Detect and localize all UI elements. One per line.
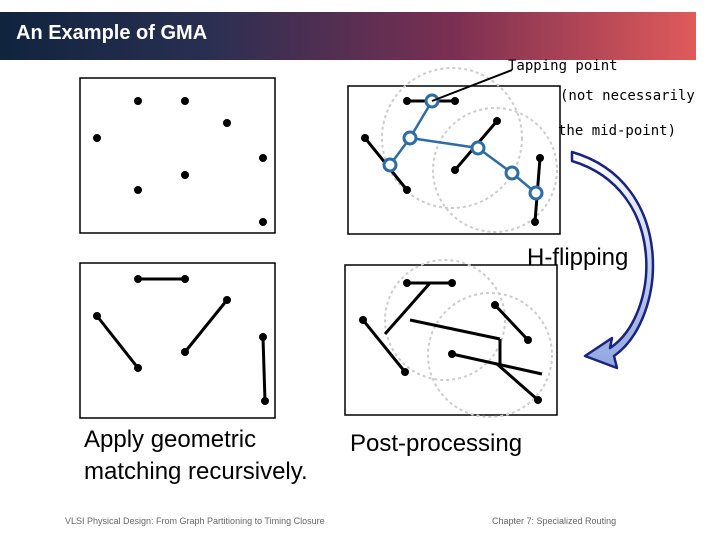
title-bar: [0, 12, 696, 60]
tapping-point-label: Tapping point: [508, 58, 618, 74]
post-processing-label: Post-processing: [350, 430, 523, 457]
apply-line-2: matching recursively.: [84, 458, 308, 485]
dashed-circles: [381, 67, 558, 233]
sink-points-panel-3: [93, 275, 269, 405]
footer-right: Chapter 7: Specialized Routing: [492, 516, 617, 526]
tree-edges: [361, 281, 543, 402]
h-flipping-arrow: [570, 150, 655, 370]
panel-matching: [347, 85, 561, 235]
dashed-circles-panel-4: [384, 259, 553, 418]
h-flipping-label: H-flipping: [527, 244, 629, 271]
sink-points-panel-2: [361, 97, 544, 226]
panel-post-processing: [344, 264, 558, 416]
matched-pair-edges: [95, 277, 267, 402]
panel-matched-pairs: [79, 262, 276, 419]
sink-points-panel-4: [359, 279, 542, 404]
tapping-point-pointer: [431, 69, 513, 102]
panel-initial-sinks: [79, 77, 276, 234]
footer-left: VLSI Physical Design: From Graph Partiti…: [65, 516, 325, 526]
note-line-2: the mid-point): [558, 123, 677, 139]
slide-title: An Example of GMA: [16, 22, 208, 44]
sink-points-panel-1: [93, 97, 267, 226]
apply-line-1: Apply geometric: [84, 426, 257, 453]
note-line-1: (not necessarily: [560, 88, 695, 104]
